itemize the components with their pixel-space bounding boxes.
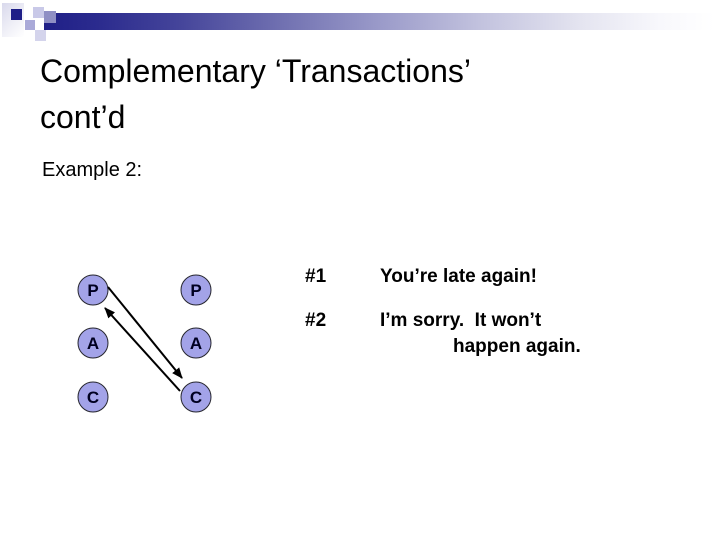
- transaction-2-text-line-2: happen again.: [453, 336, 581, 357]
- arrow-transaction-1-parent-to-child: [107, 286, 183, 379]
- slide-subtitle: Example 2:: [42, 159, 143, 181]
- pac-node-left-parent: P: [77, 274, 109, 306]
- pac-label-left-child: C: [87, 388, 99, 407]
- pac-node-right-parent: P: [180, 274, 212, 306]
- pac-node-right-child: C: [180, 381, 212, 413]
- decor-gradient-bar: [44, 13, 714, 30]
- decor-square-navy: [11, 9, 22, 20]
- pac-node-right-adult: A: [180, 327, 212, 359]
- decor-square-light-2: [35, 30, 46, 41]
- pac-label-left-adult: A: [87, 334, 99, 353]
- pac-node-left-adult: A: [77, 327, 109, 359]
- transaction-1-number: #1: [305, 266, 327, 287]
- pac-label-right-parent: P: [190, 281, 201, 300]
- transaction-1-text: You’re late again!: [380, 266, 537, 287]
- pac-label-right-child: C: [190, 388, 202, 407]
- pac-label-right-adult: A: [190, 334, 202, 353]
- decor-square-mid-2: [25, 20, 35, 30]
- pac-label-left-parent: P: [87, 281, 98, 300]
- arrow-transaction-2-child-to-parent: [104, 307, 181, 392]
- slide-title: Complementary ‘Transactions’ cont’d: [40, 53, 471, 135]
- decor-square-light-1: [33, 7, 44, 18]
- decor-square-mid-1: [44, 11, 56, 23]
- pac-node-left-child: C: [77, 381, 109, 413]
- transaction-2-number: #2: [305, 310, 327, 331]
- transaction-2-text-line-1: I’m sorry. It won’t: [380, 310, 542, 331]
